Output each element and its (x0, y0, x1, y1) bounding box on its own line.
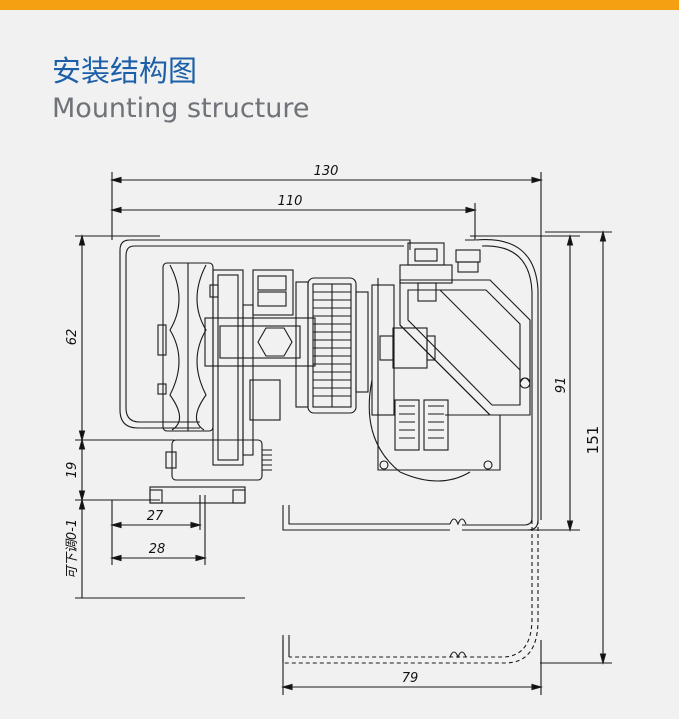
dimension-62 (75, 233, 175, 443)
dimension-19 (75, 437, 160, 503)
support-plate (212, 269, 294, 466)
label-130: 130 (314, 164, 339, 179)
label-27: 27 (147, 509, 164, 524)
title-english: Mounting structure (52, 93, 310, 124)
label-91: 91 (554, 377, 569, 394)
dimension-27 (109, 495, 203, 565)
title-chinese: 安装结构图 (52, 54, 198, 88)
dimension-151 (540, 229, 612, 666)
speed-limiter-body (371, 278, 531, 471)
label-62: 62 (65, 329, 80, 346)
bottom-bracket-dashed (283, 520, 539, 664)
label-110: 110 (278, 194, 303, 209)
housing-curve (462, 239, 539, 531)
bottom-bracket-solid (282, 505, 467, 531)
rotor-disc (368, 379, 471, 482)
dimension-adjustable (75, 497, 245, 599)
label-151: 151 (584, 426, 602, 455)
dimension-28 (109, 495, 208, 565)
label-adjustable: 可下调0-1 (65, 519, 80, 579)
label-19: 19 (65, 462, 80, 479)
dimension-110 (109, 203, 478, 240)
guide-wheel (157, 262, 219, 432)
nut-clamp (379, 327, 436, 369)
accent-bar (0, 0, 679, 10)
spring-hook (519, 377, 531, 389)
counter-windows (379, 399, 493, 470)
dimension-79 (280, 640, 544, 695)
adjustment-bolt (399, 242, 481, 302)
label-79: 79 (402, 671, 419, 686)
dimension-130 (109, 172, 544, 520)
bottom-bracket-stub (282, 635, 467, 663)
axle-bar (204, 317, 316, 367)
lower-spring-block (149, 379, 281, 504)
ratchet-gear (295, 277, 369, 414)
frame-outline (119, 236, 476, 429)
label-28: 28 (149, 542, 166, 557)
